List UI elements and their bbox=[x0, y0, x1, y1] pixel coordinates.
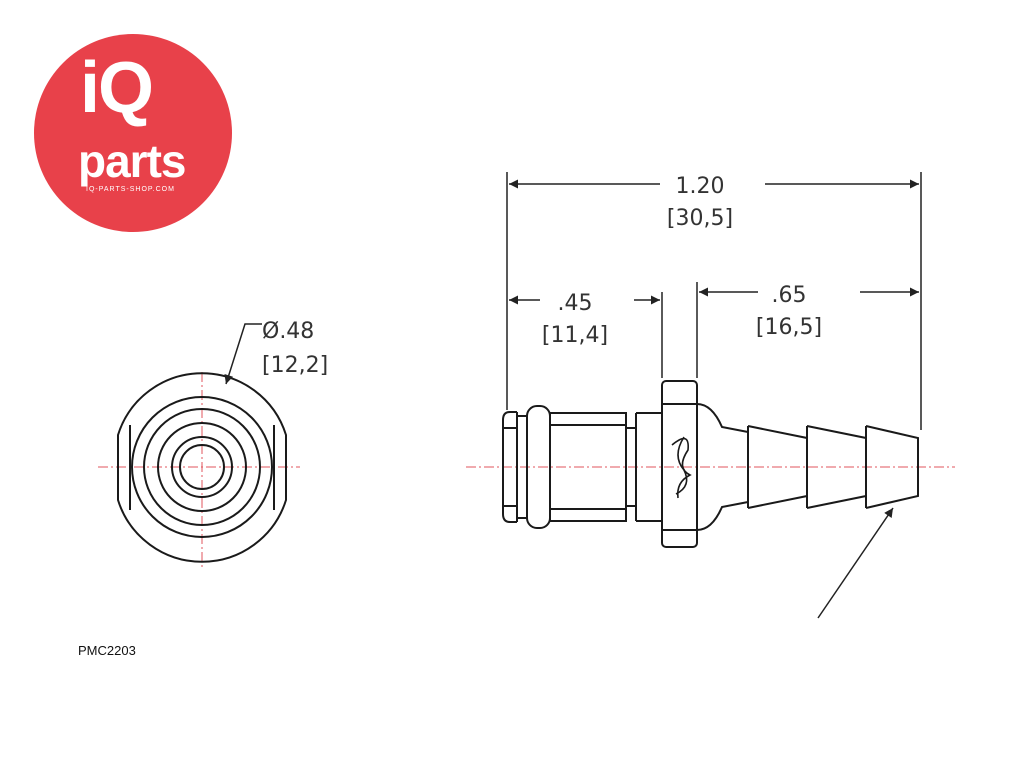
diameter-mm-label: [12,2] bbox=[262, 353, 328, 378]
logo-brand-main: iQ bbox=[80, 48, 154, 128]
body-length-inch-label: .45 bbox=[558, 291, 593, 316]
end-view-ring-2 bbox=[143, 408, 261, 526]
barb-length-inch-label: .65 bbox=[772, 283, 807, 308]
end-view-ring-1 bbox=[131, 396, 273, 538]
diameter-inch-label: Ø.48 bbox=[262, 319, 314, 344]
end-view-ring-3 bbox=[157, 422, 247, 512]
diameter-leader bbox=[224, 323, 262, 385]
overall-length-inch-label: 1.20 bbox=[676, 174, 725, 199]
barb-leader bbox=[817, 507, 894, 619]
side-view bbox=[466, 380, 955, 548]
end-view-outer-profile bbox=[117, 372, 287, 563]
flange-logo bbox=[671, 437, 692, 499]
barb-3 bbox=[865, 425, 919, 509]
part-code-label: PMC2203 bbox=[78, 643, 136, 658]
dimension-lines bbox=[506, 172, 922, 619]
end-view-bore-outer bbox=[171, 436, 233, 498]
barb-length-mm-label: [16,5] bbox=[756, 315, 822, 340]
body-length-mm-label: [11,4] bbox=[542, 323, 608, 348]
end-view bbox=[98, 323, 300, 568]
overall-length-mm-label: [30,5] bbox=[667, 206, 733, 231]
barb-transition bbox=[696, 403, 749, 531]
logo-disc bbox=[34, 34, 232, 232]
nose-tip bbox=[502, 411, 517, 523]
end-view-bore-inner bbox=[179, 444, 225, 490]
logo-brand-sub: parts bbox=[78, 135, 186, 187]
hex-flange bbox=[661, 380, 698, 548]
logo-url: IQ-PARTS-SHOP.COM bbox=[86, 186, 175, 193]
